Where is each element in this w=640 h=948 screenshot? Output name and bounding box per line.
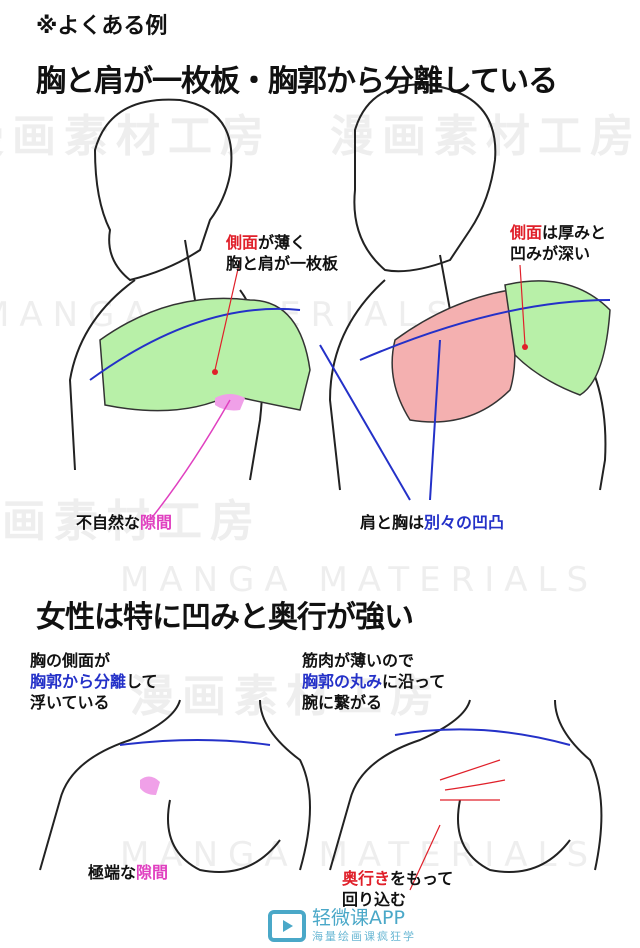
male-head-left [93, 98, 233, 282]
section2-title: 女性は特に凹みと奥行が強い [36, 600, 414, 635]
note-text: 肩と胸は [360, 513, 425, 532]
green-shoulder-left [99, 297, 311, 412]
note-text: が薄く [258, 233, 307, 252]
green-shoulder-right [504, 280, 611, 396]
logo-name: 轻微课APP [312, 907, 405, 929]
note-text: をもって [390, 869, 454, 888]
note-blue: 胸郭から分離 [30, 672, 127, 691]
note-text: 筋肉が薄いので [302, 651, 415, 670]
note-text: 胸と肩が一枚板 [226, 254, 339, 273]
note-red: 奥行き [342, 869, 391, 888]
note-pink: 隙間 [136, 863, 169, 882]
left-bottom-note: 不自然な隙間 [76, 512, 172, 533]
left-note: 側面が薄く 胸と肩が一枚板 [226, 232, 338, 274]
watermark-jp: 漫画素材工房 [0, 496, 262, 547]
pink-chest-right [391, 289, 516, 423]
left-note-2: 胸の側面が 胸郭から分離して 浮いている [30, 650, 158, 713]
watermark-jp: 漫画素材工房 [130, 671, 442, 722]
app-logo: 轻微课APP 海量绘画课疯狂学 [268, 908, 416, 944]
note-text: 極端な [88, 863, 137, 882]
right-note: 側面は厚みと 凹みが深い [510, 222, 606, 264]
note-text: 胸の側面が [30, 651, 111, 670]
play-icon [268, 910, 306, 942]
section1-title: 胸と肩が一枚板・胸郭から分離している [36, 64, 558, 99]
note-text: 回り込む [342, 890, 407, 909]
note-text: に沿って [382, 672, 446, 691]
note-text: して [126, 672, 158, 691]
female-torso-left [39, 699, 311, 873]
note-text: は厚みと [542, 223, 607, 242]
female-torso-right [329, 699, 603, 873]
left-bottom-note-2: 極端な隙間 [88, 862, 168, 883]
note-text: 凹みが深い [510, 244, 591, 263]
note-text: 腕に繋がる [302, 693, 383, 712]
watermark-jp: 漫画素材工房 [330, 111, 640, 162]
header-label: ※よくある例 [36, 14, 168, 39]
note-blue: 胸郭の丸み [302, 672, 383, 691]
watermark-en: MANGA MATERIALS [120, 560, 599, 600]
note-text: 浮いている [30, 693, 110, 712]
right-bottom-note: 肩と胸は別々の凹凸 [360, 512, 504, 533]
right-note-2: 筋肉が薄いので 胸郭の丸みに沿って 腕に繋がる [302, 650, 445, 713]
note-red: 側面 [226, 233, 259, 252]
note-blue: 別々の凹凸 [424, 513, 505, 532]
right-bottom-note-2: 奥行きをもって 回り込む [342, 868, 453, 910]
note-text: 不自然な [76, 513, 141, 532]
logo-tagline: 海量绘画课疯狂学 [312, 930, 416, 943]
note-pink: 隙間 [140, 513, 173, 532]
note-red: 側面 [510, 223, 543, 242]
male-head-right [353, 83, 497, 273]
